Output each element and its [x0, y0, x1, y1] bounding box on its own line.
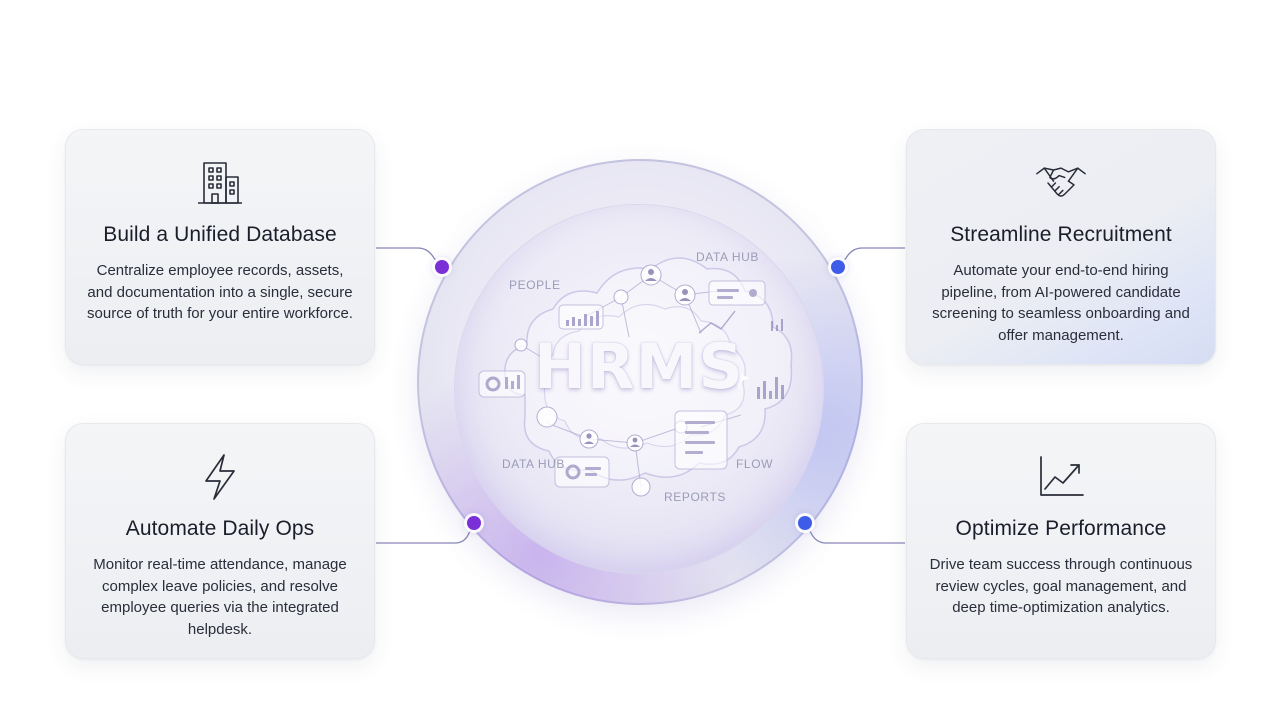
card-title: Streamline Recruitment — [950, 223, 1172, 246]
hub-network-illustration — [478, 257, 793, 497]
card-automate-daily-ops: Automate Daily Ops Monitor real-time att… — [65, 423, 375, 659]
hub-label-flow: FLOW — [736, 457, 774, 471]
connector-node-bottom-left — [467, 516, 481, 530]
office-building-icon — [193, 158, 247, 208]
connector-top-left — [376, 247, 442, 268]
hub-label-people: PEOPLE — [509, 278, 561, 292]
mini-bar-chart-right — [757, 319, 784, 399]
card-description: Centralize employee records, assets, and… — [87, 262, 353, 322]
data-cards — [478, 280, 766, 488]
connector-node-top-right — [831, 260, 845, 274]
connector-bottom-right — [805, 523, 905, 544]
card-title: Automate Daily Ops — [125, 517, 315, 540]
card-title: Optimize Performance — [955, 517, 1167, 540]
connector-node-bottom-right — [798, 516, 812, 530]
card-unified-database: Build a Unified Database Centralize empl… — [65, 129, 375, 365]
card-description: Automate your end-to-end hiring pipeline… — [932, 262, 1190, 344]
connector-bottom-left — [376, 523, 475, 544]
handshake-icon — [1034, 158, 1088, 208]
hub-title: HRMS — [534, 330, 744, 403]
card-streamline-recruitment: Streamline Recruitment Automate your end… — [906, 129, 1216, 365]
person-glyphs — [584, 269, 691, 447]
hub-label-data-hub-bottom: DATA HUB — [502, 457, 566, 471]
mini-bar-chart-left — [558, 304, 604, 330]
card-description: Drive team success through continuous re… — [929, 556, 1193, 616]
sparkle-icon — [728, 367, 750, 389]
mini-line-chart — [698, 310, 736, 334]
data-card-lines — [485, 289, 757, 480]
card-description: Monitor real-time attendance, manage com… — [93, 556, 347, 638]
card-optimize-performance: Optimize Performance Drive team success … — [906, 423, 1216, 659]
lightning-bolt-icon — [193, 452, 247, 502]
connector-top-right — [838, 247, 905, 268]
trend-chart-icon — [1034, 452, 1088, 502]
hub-label-data-hub-top: DATA HUB — [696, 250, 760, 264]
card-title: Build a Unified Database — [103, 223, 337, 246]
hub-label-reports: REPORTS — [664, 490, 726, 504]
connector-node-top-left — [435, 260, 449, 274]
